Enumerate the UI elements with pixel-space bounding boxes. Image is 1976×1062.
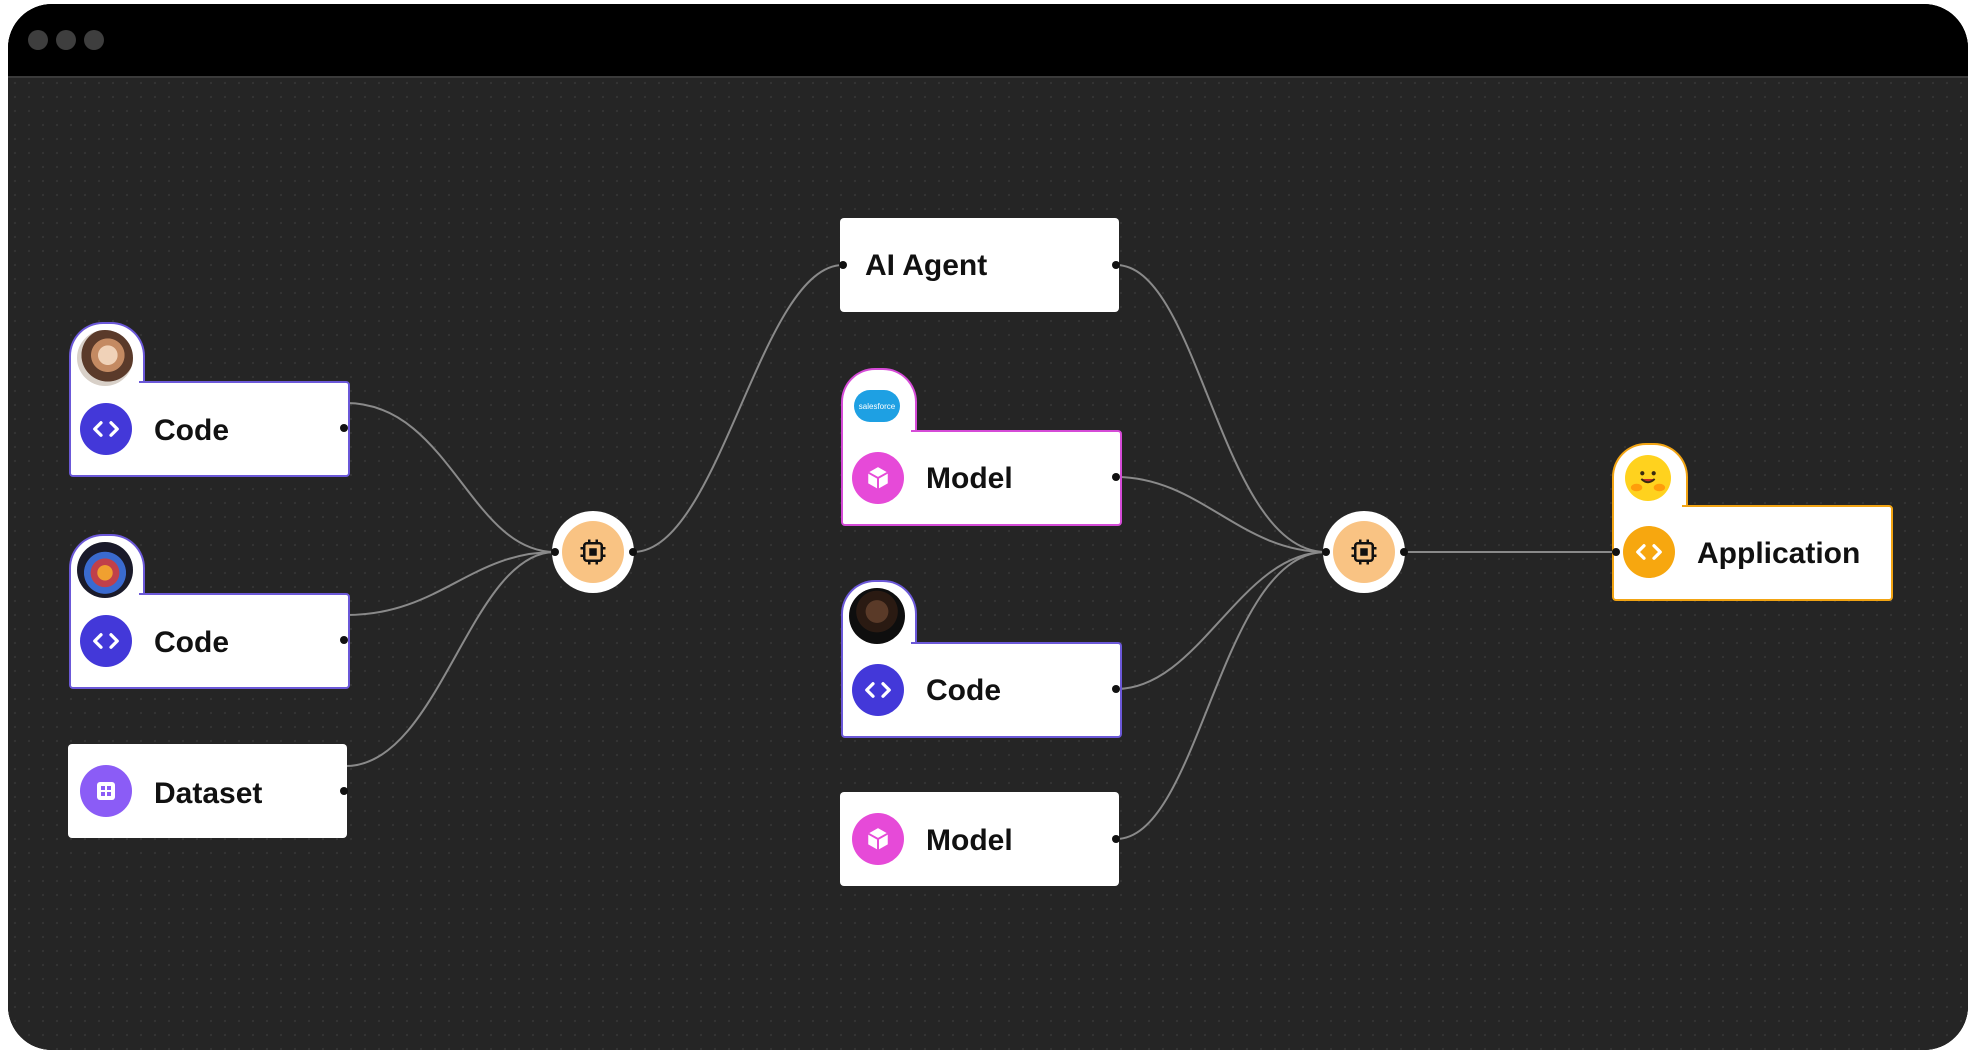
code-icon [1623,526,1675,578]
code-icon [80,403,132,455]
model-node-1-output-port[interactable] [1112,473,1120,481]
chip-icon [1351,539,1377,565]
application-node-label: Application [1697,537,1861,570]
model-node-2-label: Model [926,824,1013,857]
application-input-port[interactable] [1612,548,1620,556]
code-node-2-output-port[interactable] [340,636,348,644]
ai-agent-node[interactable] [840,218,1119,312]
model-cube-icon [852,813,904,865]
avatar-woman-portrait [77,330,133,386]
code-node-3-label: Code [926,674,1001,707]
code-node-1-output-port[interactable] [340,424,348,432]
window-close-button[interactable] [28,30,48,50]
dataset-grid-icon [80,765,132,817]
code-icon [80,615,132,667]
code-icon [852,664,904,716]
window-minimize-button[interactable] [56,30,76,50]
window-titlebar [8,4,1968,76]
model-node-1-label: Model [926,462,1013,495]
chip-icon [580,539,606,565]
hub-left-input-port[interactable] [551,548,559,556]
hub-left[interactable] [552,511,634,593]
model-cube-icon [852,452,904,504]
dataset-node-label: Dataset [154,777,263,810]
hub-right-output-port[interactable] [1400,548,1408,556]
hugging-face-emoji-icon [1625,455,1671,501]
code-node-2-label: Code [154,626,229,659]
ai-agent-input-port[interactable] [839,261,847,269]
ai-agent-node-label: AI Agent [865,249,988,282]
application-node[interactable] [1612,505,1893,601]
ai-agent-output-port[interactable] [1112,261,1120,269]
hub-left-output-port[interactable] [629,548,637,556]
hub-right-input-port[interactable] [1322,548,1330,556]
avatar-man-portrait [849,588,905,644]
dataset-node-output-port[interactable] [340,787,348,795]
salesforce-logo: salesforce [854,390,900,422]
code-node-3-output-port[interactable] [1112,685,1120,693]
avatar-fox-illustration [77,542,133,598]
window-maximize-button[interactable] [84,30,104,50]
hub-right[interactable] [1323,511,1405,593]
model-node-2-output-port[interactable] [1112,835,1120,843]
code-node-1-label: Code [154,414,229,447]
